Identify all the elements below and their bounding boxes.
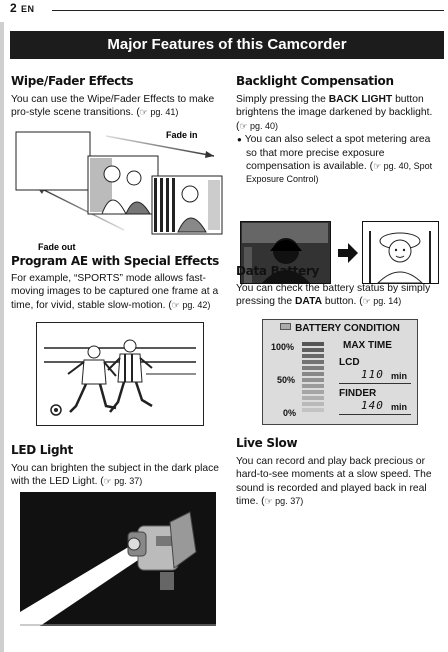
lcd-time-unit: min bbox=[391, 371, 408, 381]
battery-pct-0: 0% bbox=[283, 408, 297, 418]
battery-pct-50: 50% bbox=[277, 375, 296, 385]
backlight-illustration bbox=[240, 221, 439, 284]
battery-level-bar bbox=[302, 378, 324, 382]
backlight-heading: Backlight Compensation bbox=[236, 74, 394, 88]
program-ae-heading: Program AE with Special Effects bbox=[11, 254, 220, 268]
page-title-banner: Major Features of this Camcorder bbox=[10, 31, 444, 59]
data-battery-text: You can check the battery status by simp… bbox=[236, 283, 431, 308]
page-number: 2 EN bbox=[10, 1, 35, 15]
sports-illustration bbox=[36, 322, 204, 426]
page-header: 2 EN bbox=[0, 0, 448, 22]
live-slow-heading: Live Slow bbox=[236, 436, 298, 450]
battery-level-bar bbox=[302, 342, 324, 346]
program-ae-text: For example, “SPORTS” mode allows fast-m… bbox=[11, 273, 219, 311]
wipe-fader-illustration: Fade in Fade out bbox=[15, 130, 223, 252]
page-edge-bar bbox=[0, 22, 4, 652]
battery-level-bar bbox=[302, 360, 324, 364]
battery-level-bar bbox=[302, 348, 324, 352]
lcd-time-value: 110 bbox=[361, 368, 384, 381]
arrow-icon bbox=[338, 243, 358, 263]
finder-label: FINDER bbox=[339, 388, 377, 399]
battery-level-bar bbox=[302, 402, 324, 406]
data-battery-heading: Data Battery bbox=[236, 264, 320, 278]
led-light-text: You can brighten the subject in the dark… bbox=[11, 463, 219, 488]
battery-level-bar bbox=[302, 366, 324, 370]
battery-condition-panel: BATTERY CONDITION 100% 50% 0% MAX TIME L… bbox=[262, 319, 418, 425]
max-time-label: MAX TIME bbox=[343, 340, 392, 351]
backlight-text: Simply pressing the BACK LIGHT button br… bbox=[236, 94, 433, 185]
battery-level-bar bbox=[302, 354, 324, 358]
finder-rule bbox=[339, 414, 411, 415]
lcd-label: LCD bbox=[339, 357, 360, 368]
fade-out-label: Fade out bbox=[38, 242, 76, 252]
fade-in-label: Fade in bbox=[166, 130, 198, 140]
battery-level-bar bbox=[302, 372, 324, 376]
battery-level-bar bbox=[302, 390, 324, 394]
battery-level-bar bbox=[302, 396, 324, 400]
header-rule bbox=[52, 10, 444, 11]
finder-time-unit: min bbox=[391, 402, 408, 412]
wipe-fader-heading: Wipe/Fader Effects bbox=[11, 74, 134, 88]
battery-level-bar bbox=[302, 408, 324, 412]
battery-icon bbox=[280, 323, 292, 330]
wipe-fader-text: You can use the Wipe/Fader Effects to ma… bbox=[11, 94, 215, 119]
led-light-illustration bbox=[20, 492, 216, 626]
battery-level-bar bbox=[302, 384, 324, 388]
lcd-rule bbox=[339, 383, 411, 384]
battery-pct-100: 100% bbox=[271, 342, 295, 352]
finder-time-value: 140 bbox=[361, 399, 384, 412]
live-slow-text: You can record and play back precious or… bbox=[236, 456, 432, 508]
battery-condition-header: BATTERY CONDITION bbox=[263, 323, 417, 334]
led-light-heading: LED Light bbox=[11, 443, 73, 457]
bullet-icon: ● bbox=[237, 135, 242, 145]
